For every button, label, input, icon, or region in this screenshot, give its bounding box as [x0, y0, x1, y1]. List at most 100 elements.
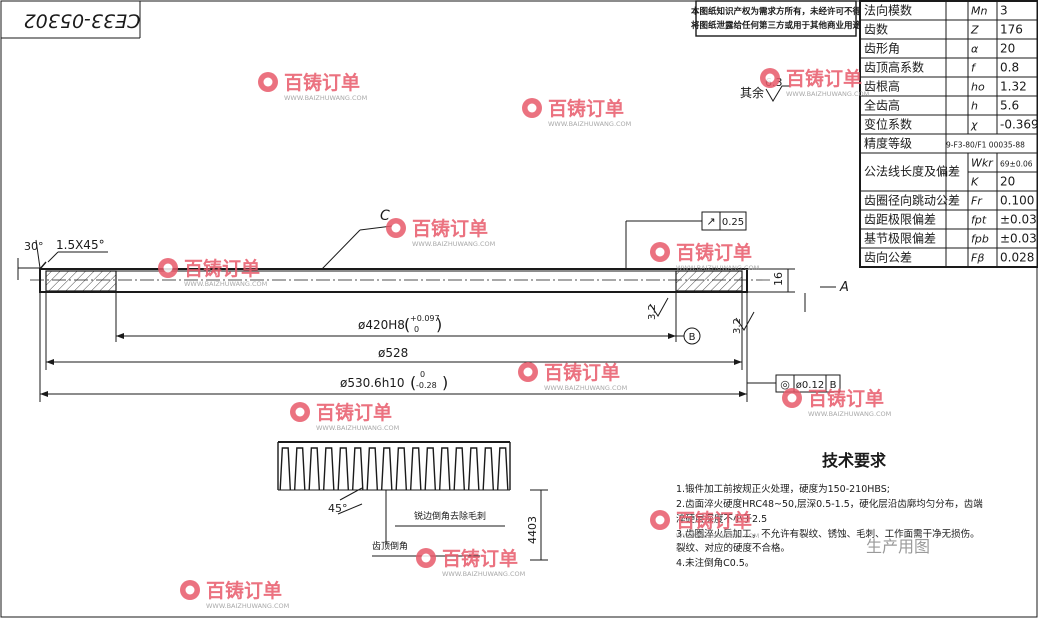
svg-text:WWW.BAIZHUWANG.COM: WWW.BAIZHUWANG.COM	[808, 410, 891, 418]
coax-symbol: ◎	[780, 378, 790, 391]
param-symbol-3: f	[971, 62, 977, 75]
param-value-4: 1.32	[1000, 80, 1027, 94]
svg-text:百铸订单: 百铸订单	[442, 547, 518, 570]
chamfer-size: 1.5X45°	[56, 238, 105, 252]
notice-line-2: 将图纸泄露给任何第三方或用于其他商业用途	[691, 20, 862, 31]
param-symbol-9: K	[971, 176, 979, 189]
datum-b-bubble: B	[689, 332, 696, 343]
param-symbol-8: Wkr	[971, 157, 994, 170]
param-name-6: 变位系数	[864, 117, 912, 132]
param-symbol-5: h	[971, 100, 978, 113]
param-symbol-2: α	[971, 43, 979, 56]
param-symbol-1: Z	[970, 24, 979, 37]
svg-text:WWW.BAIZHUWANG.COM: WWW.BAIZHUWANG.COM	[676, 532, 759, 540]
svg-text:百铸订单: 百铸订单	[316, 401, 392, 424]
param-value-5: 5.6	[1000, 99, 1019, 113]
outer-dia-value: ø530.6h10	[340, 376, 405, 390]
technical-requirements: 技术要求 1.锻件加工前按规正火处理，硬度为150-210HBS; 2.齿面淬火…	[676, 451, 983, 569]
param-name-11: 齿距极限偏差	[864, 212, 936, 227]
tooth	[482, 447, 495, 491]
svg-text:百铸订单: 百铸订单	[284, 71, 360, 94]
svg-text:): )	[436, 315, 442, 334]
tooth-height: 4403	[526, 516, 539, 544]
width-dim: 16 A	[747, 268, 849, 312]
param-value-9: 20	[1000, 175, 1015, 189]
param-name-0: 法向模数	[864, 3, 912, 18]
svg-text:百铸订单: 百铸订单	[808, 387, 884, 410]
param-value-13: 0.028	[1000, 251, 1034, 265]
coax-value: ø0.12	[796, 380, 824, 391]
tooth	[366, 447, 379, 491]
coaxiality-tolerance: ◎ ø0.12 B	[775, 374, 841, 393]
param-value-11: ±0.036	[1000, 213, 1038, 227]
param-name-4: 齿根高	[864, 79, 900, 94]
param-value-12: ±0.032	[1000, 232, 1038, 246]
tooth	[337, 447, 350, 491]
svg-text:WWW.BAIZHUWANG.COM: WWW.BAIZHUWANG.COM	[676, 264, 759, 272]
param-value-2: 20	[1000, 42, 1015, 56]
svg-text:百铸订单: 百铸订单	[184, 257, 260, 280]
svg-text:百铸订单: 百铸订单	[676, 241, 752, 264]
svg-text:百铸订单: 百铸订单	[206, 579, 282, 602]
param-symbol-4: ho	[971, 81, 985, 94]
tech-item-3: 淬硬层深度不小于2.5	[676, 513, 767, 525]
hatch-right	[675, 270, 743, 292]
svg-text:WWW.BAIZHUWANG.COM: WWW.BAIZHUWANG.COM	[316, 424, 399, 432]
param-name-7: 精度等级	[864, 136, 912, 151]
production-stamp: 生产用图	[866, 537, 930, 556]
tooth-profile-detail	[277, 441, 511, 491]
svg-text:WWW.BAIZHUWANG.COM: WWW.BAIZHUWANG.COM	[184, 280, 267, 288]
tooth	[322, 447, 335, 491]
surface-value-1: 3.2	[647, 304, 658, 320]
svg-text:百铸订单: 百铸订单	[548, 97, 624, 120]
coax-datum: B	[830, 380, 837, 391]
tooth-detail-annotations: 45° 锐边倒角去除毛刺 齿顶倒角 4403	[328, 487, 548, 561]
notice-line-1: 本图纸知识产权为需求方所有，未经许可不得	[691, 6, 862, 17]
param-symbol-10: Fr	[971, 195, 983, 208]
tech-item-1: 1.锻件加工前按规正火处理，硬度为150-210HBS;	[676, 483, 890, 495]
outer-dia-dim: ø530.6h10 0 -0.28 ( )	[39, 292, 776, 402]
outer-tol-upper: 0	[420, 370, 425, 379]
param-symbol-11: fpt	[971, 214, 987, 227]
tech-item-5: 裂纹、对应的硬度不合格。	[676, 542, 790, 554]
tooth	[467, 447, 480, 491]
svg-text:百铸订单: 百铸订单	[412, 217, 488, 240]
tooth	[438, 447, 451, 491]
svg-text:WWW.BAIZHUWANG.COM: WWW.BAIZHUWANG.COM	[284, 94, 367, 102]
param-symbol-12: fpb	[971, 233, 989, 246]
svg-text:WWW.BAIZHUWANG.COM: WWW.BAIZHUWANG.COM	[206, 602, 289, 610]
bore-tol-upper: +0.097	[410, 314, 440, 323]
param-value-1: 176	[1000, 23, 1023, 37]
surface-value-2: 3.2	[732, 318, 743, 334]
param-name-8: 公法线长度及偏差	[864, 164, 960, 179]
tooth	[351, 447, 364, 491]
tooth	[424, 447, 437, 491]
width-value: 16	[772, 272, 785, 286]
notice-box: 本图纸知识产权为需求方所有，未经许可不得 将图纸泄露给任何第三方或用于其他商业用…	[691, 0, 862, 37]
bore-dim: ø420H8 +0.097 0 ( ) B	[115, 292, 701, 345]
tooth	[395, 447, 408, 491]
datum-a: A	[839, 280, 849, 295]
drawing-number: CE33-05302	[24, 10, 141, 32]
tooth	[453, 447, 466, 491]
runout-symbol: ↗	[706, 215, 715, 228]
param-name-2: 齿形角	[864, 42, 900, 56]
param-value-7: 9-F3-80/F1 00035-88	[946, 141, 1025, 150]
param-value-8: 69±0.06	[1000, 160, 1033, 169]
svg-text:WWW.BAIZHUWANG.COM: WWW.BAIZHUWANG.COM	[412, 240, 495, 248]
param-value-0: 3	[1000, 4, 1008, 18]
bore-value: ø420H8	[358, 318, 405, 332]
svg-text:百铸订单: 百铸订单	[544, 361, 620, 384]
svg-text:(: (	[404, 315, 410, 334]
param-name-1: 齿数	[864, 22, 888, 37]
